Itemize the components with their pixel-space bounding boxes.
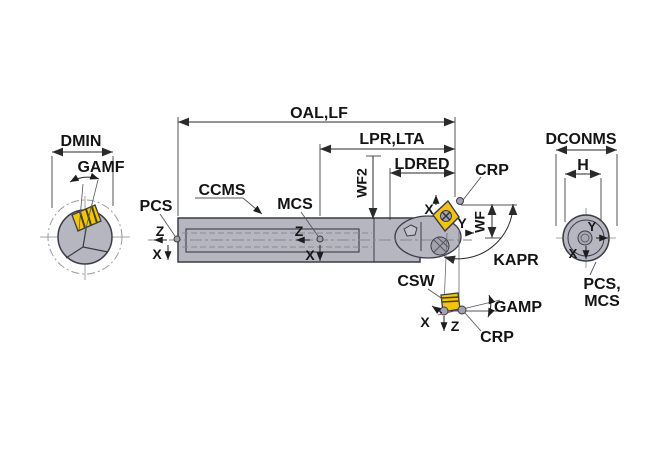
crp-bottom-leader	[464, 312, 482, 332]
gamf-angle-arrow	[69, 172, 100, 183]
gamf-angle-legs	[78, 179, 99, 233]
right-view-coolant-hole-inner	[580, 233, 590, 243]
pcs-origin-point	[173, 235, 181, 243]
label-lower-x: X	[420, 314, 430, 330]
label-oal-lf: OAL,LF	[290, 105, 348, 122]
label-insert-y: Y	[457, 215, 467, 231]
label-mcs-z: Z	[295, 223, 304, 239]
pcs-leader	[159, 213, 176, 237]
label-kapr: KAPR	[493, 252, 539, 269]
lower-origin-point	[439, 306, 449, 316]
mcs-origin-point	[316, 235, 324, 243]
coordinate-callouts: PCS CCMS MCS Z X Z X	[140, 182, 324, 263]
left-end-view: DMIN GAMF	[40, 133, 130, 280]
lower-x-arrow	[431, 305, 443, 314]
end-pcs-mcs-leader	[589, 261, 597, 276]
label-end-mcs: MCS	[584, 293, 620, 310]
label-ldred: LDRED	[394, 156, 449, 173]
label-wf: WF	[472, 211, 488, 233]
right-view-coolant-hole	[577, 230, 593, 246]
label-pcs-z: Z	[156, 223, 165, 239]
label-end-pcs: PCS,	[583, 276, 620, 293]
label-wf2: WF2	[354, 168, 370, 198]
label-crp-bottom: CRP	[480, 329, 514, 346]
label-gamf: GAMF	[77, 159, 124, 176]
label-csw: CSW	[397, 273, 435, 290]
label-crp-top: CRP	[475, 162, 509, 179]
label-mcs-x: X	[305, 247, 315, 263]
gamp-angle-arrow	[487, 294, 496, 318]
label-pcs-x: X	[152, 246, 162, 262]
label-end-y: Y	[588, 219, 597, 234]
label-mcs: MCS	[277, 196, 313, 213]
kapr-angle-arc	[443, 203, 518, 265]
ccms-leader	[195, 197, 263, 215]
label-ccms: CCMS	[198, 182, 245, 199]
label-dconms: DCONMS	[545, 131, 616, 148]
insert-side-stripes	[441, 296, 460, 303]
crp-point-lower	[457, 305, 467, 315]
mcs-leader	[300, 211, 319, 237]
label-end-x: X	[569, 246, 578, 261]
label-lpr-lta: LPR,LTA	[359, 131, 425, 148]
label-h: H	[577, 157, 589, 174]
top-dimensions: OAL,LF LPR,LTA LDRED WF2 CRP	[177, 105, 509, 220]
lower-insert-detail: CSW X Z GAMP CRP	[397, 273, 542, 346]
label-dmin: DMIN	[61, 133, 102, 150]
crp-point	[456, 197, 464, 205]
shank-slot	[185, 228, 360, 253]
right-end-view: DCONMS H Y X PCS, MCS	[545, 131, 620, 310]
head-coolant-hole	[403, 224, 418, 237]
insert-area: X Y WF KAPR	[424, 195, 539, 307]
label-pcs: PCS	[140, 198, 173, 215]
label-gamp: GAMP	[494, 299, 542, 316]
label-lower-z: Z	[451, 318, 460, 334]
crp-top-leader	[462, 176, 482, 201]
label-insert-x: X	[424, 201, 434, 217]
